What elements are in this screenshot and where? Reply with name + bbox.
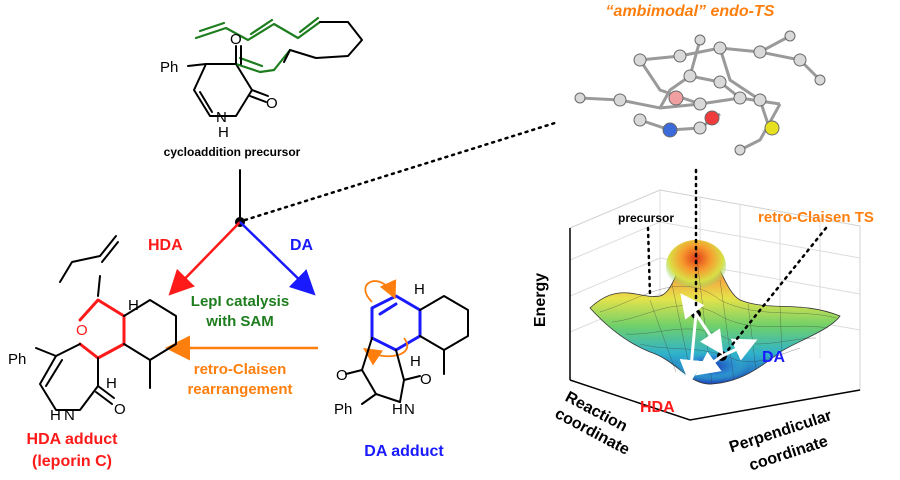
precursor-o1: O <box>230 31 242 48</box>
catalysis-label-line1: LepI catalysis <box>191 293 289 310</box>
potential-energy-surface <box>589 245 841 385</box>
hda-pyran-ring <box>78 298 126 360</box>
da-title: DA adduct <box>364 443 444 460</box>
hda-o-ring: O <box>76 322 88 339</box>
surface-da-label: DA <box>762 349 786 366</box>
da-n: N <box>404 401 415 418</box>
da-o1: O <box>336 367 348 384</box>
da-h2: H <box>410 353 421 370</box>
ambimodal-ts-model <box>574 30 826 156</box>
precursor-caption: cycloaddition precursor <box>164 145 301 159</box>
hda-title-line2: (leporin C) <box>32 453 112 470</box>
retro-label-line1: retro-Claisen <box>194 361 287 378</box>
surface-z-label: Energy <box>532 273 549 327</box>
surface-retro-ts-label: retro-Claisen TS <box>758 209 874 226</box>
precursor-structure: Ph O O N H <box>160 16 363 141</box>
precursor-ph: Ph <box>160 59 178 76</box>
hda-o-carbonyl: O <box>114 401 126 418</box>
hda-arrow <box>168 221 241 296</box>
hda-adduct-structure: O O Ph N H H H <box>8 235 177 424</box>
precursor-o2: O <box>266 95 278 112</box>
catalysis-label-line2: with SAM <box>205 313 274 330</box>
retro-label-line2: rearrangement <box>187 381 292 398</box>
da-branch-label: DA <box>290 237 314 254</box>
ts-connector <box>243 120 560 222</box>
da-ph: Ph <box>334 401 352 418</box>
macrocycle-ring <box>289 21 363 59</box>
hda-h1: H <box>128 297 139 314</box>
energy-surface-plot: precursor retro-Claisen TS DA HDA Energy… <box>532 168 874 474</box>
surface-precursor-label: precursor <box>618 211 674 225</box>
hda-title-line1: HDA adduct <box>27 431 119 448</box>
triene-chain <box>194 20 322 42</box>
da-nh: H <box>392 401 403 418</box>
hda-h2: H <box>106 375 117 392</box>
da-arrow <box>239 221 316 296</box>
precursor-n: N <box>216 109 227 126</box>
ts-title: “ambimodal” endo-TS <box>606 3 775 20</box>
surface-hda-label: HDA <box>640 399 675 416</box>
precursor-nh: H <box>218 124 229 141</box>
hda-n: N <box>64 407 75 424</box>
hda-nh: H <box>50 407 61 424</box>
hda-ph: Ph <box>8 351 26 368</box>
da-h1: H <box>414 281 425 298</box>
da-adduct-structure: O O Ph H N H H <box>334 279 469 418</box>
hda-branch-label: HDA <box>148 237 183 254</box>
da-o2: O <box>420 371 432 388</box>
